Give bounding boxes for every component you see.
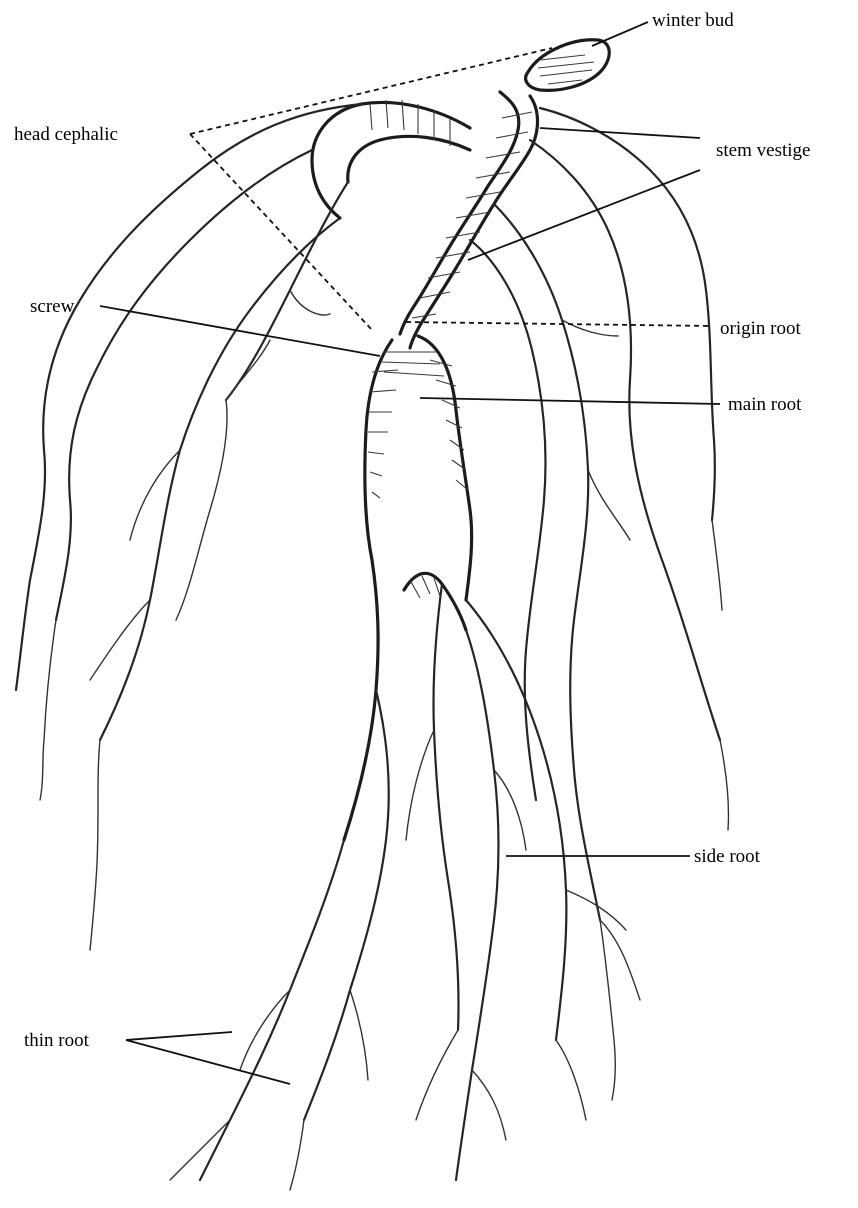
leader-origin-root [406, 322, 712, 326]
leader-stem-vestige-lower [468, 170, 700, 260]
winter-bud [526, 40, 610, 91]
rhizome-neck [400, 92, 538, 348]
label-main-root: main root [728, 394, 802, 415]
label-origin-root: origin root [720, 318, 801, 339]
leader-thin-root-upper [126, 1032, 232, 1040]
leader-winter-bud [592, 22, 648, 46]
leader-lines [100, 22, 720, 1084]
lower-roots [170, 584, 626, 1190]
leader-head-cephalic-lower [190, 134, 372, 330]
right-side-roots [470, 108, 729, 1100]
leader-screw [100, 306, 380, 356]
label-stem-vestige: stem vestige [716, 140, 810, 161]
label-winter-bud: winter bud [652, 10, 734, 31]
main-root-body [344, 336, 472, 840]
label-head-cephalic: head cephalic [14, 124, 118, 145]
label-thin-root: thin root [24, 1030, 90, 1051]
left-side-roots [16, 104, 362, 950]
head-cephalic-lobe [312, 100, 470, 218]
ginseng-root-illustration [16, 40, 729, 1190]
leader-main-root [420, 398, 720, 404]
labels: winter bud head cephalic stem vestige sc… [14, 10, 810, 1051]
leader-stem-vestige-upper [540, 128, 700, 138]
label-side-root: side root [694, 846, 761, 867]
label-screw: screw [30, 296, 75, 317]
